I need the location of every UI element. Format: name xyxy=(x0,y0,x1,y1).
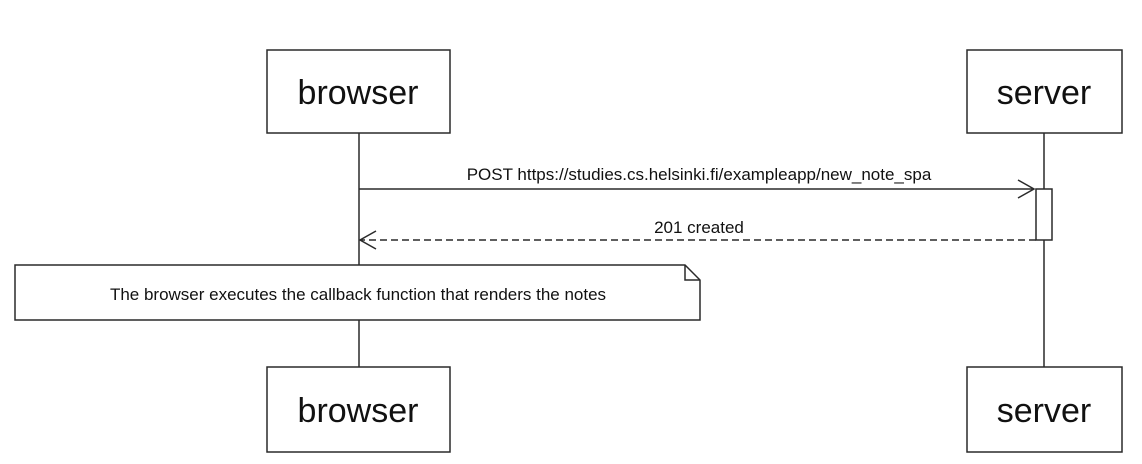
note-fold xyxy=(684,265,700,281)
message-post-arrowhead xyxy=(1017,179,1036,199)
message-201-created-arrowhead xyxy=(358,230,377,250)
message-201-created: 201 created xyxy=(358,218,1036,250)
message-201-created-label: 201 created xyxy=(654,218,744,237)
participant-browser-bottom-label: browser xyxy=(298,392,419,430)
participant-browser-bottom: browser xyxy=(266,366,451,453)
note: The browser executes the callback functi… xyxy=(14,264,701,321)
participant-browser-top-label: browser xyxy=(298,74,419,112)
participant-server-top-label: server xyxy=(997,74,1091,112)
server-activation-bar xyxy=(1035,188,1053,241)
note-text: The browser executes the callback functi… xyxy=(110,285,606,304)
participant-server-bottom: server xyxy=(966,366,1123,453)
participant-server-top: server xyxy=(966,49,1123,134)
message-post: POST https://studies.cs.helsinki.fi/exam… xyxy=(359,165,1036,199)
message-post-label: POST https://studies.cs.helsinki.fi/exam… xyxy=(467,165,932,184)
participant-browser-top: browser xyxy=(266,49,451,134)
note-shape xyxy=(14,264,701,321)
participant-server-bottom-label: server xyxy=(997,392,1091,430)
